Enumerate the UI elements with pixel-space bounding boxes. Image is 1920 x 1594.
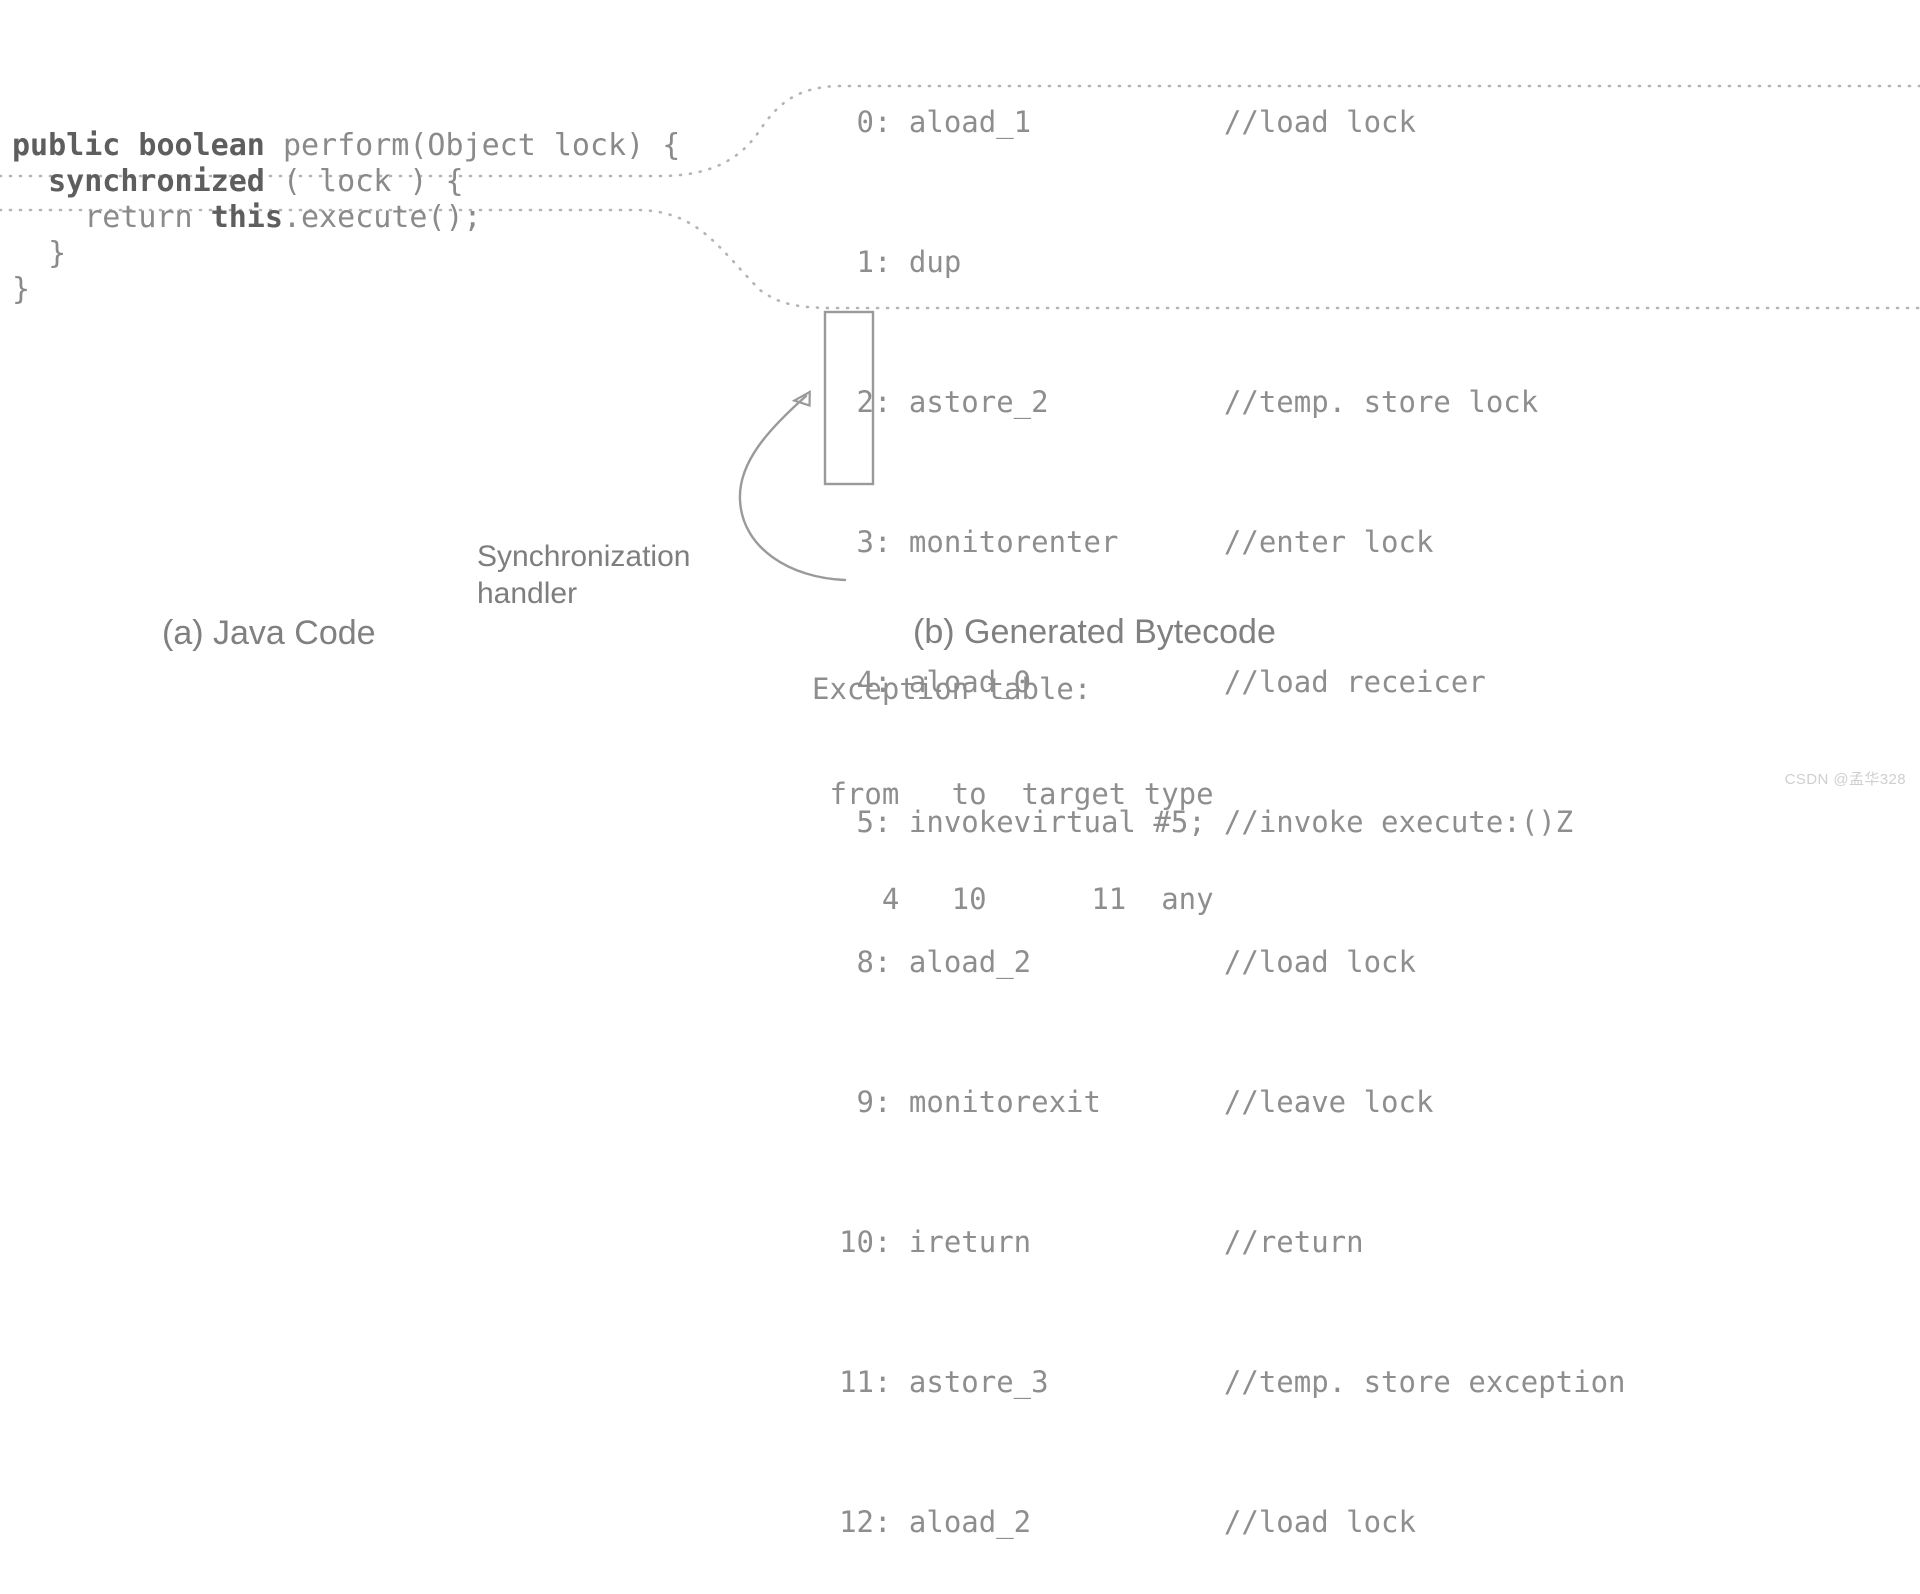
- bytecode-index: 11: [839, 1365, 874, 1399]
- bytecode-index: 1: [856, 245, 874, 279]
- bytecode-row: 1: dup: [820, 245, 1626, 280]
- java-code-line-1: public boolean perform(Object lock) {: [12, 128, 680, 163]
- bytecode-comment: //return: [1223, 1225, 1364, 1259]
- java-code-line-4: }: [12, 236, 66, 271]
- sync-handler-arrowhead: [791, 390, 811, 408]
- java-code-line-5: }: [12, 272, 30, 307]
- bytecode-comment: //load lock: [1223, 1505, 1416, 1539]
- exception-table-row: 4 10 11 any: [812, 882, 1214, 916]
- java-keyword-synchronized: synchronized: [48, 164, 265, 199]
- java-code-block: public boolean perform(Object lock) { sy…: [12, 128, 680, 308]
- bytecode-colon: :: [874, 1505, 909, 1539]
- java-code-close-inner: }: [48, 236, 67, 271]
- csdn-watermark: CSDN @孟华328: [1784, 771, 1906, 788]
- bytecode-index: 3: [856, 525, 874, 559]
- java-keyword-public-boolean: public boolean: [12, 128, 283, 163]
- bytecode-row: 4: aload_0 //load receicer: [820, 665, 1626, 700]
- bytecode-colon: :: [874, 1365, 909, 1399]
- bytecode-opcode: aload_2: [908, 1505, 1032, 1539]
- bytecode-comment: //temp. store exception: [1223, 1365, 1626, 1399]
- bytecode-opcode: aload_1: [908, 105, 1032, 139]
- bytecode-colon: :: [874, 385, 909, 419]
- bytecode-colon: :: [874, 245, 909, 279]
- java-code-line-3: return this.execute();: [12, 200, 482, 235]
- java-code-line-2: synchronized ( lock ) {: [12, 164, 464, 199]
- bytecode-row: 0: aload_1 //load lock: [820, 105, 1626, 140]
- bytecode-row: 3: monitorenter //enter lock: [820, 525, 1626, 560]
- exception-table-title: Exception table:: [812, 672, 1092, 706]
- bytecode-colon: :: [874, 525, 909, 559]
- bytecode-opcode: dup: [908, 245, 962, 279]
- caption-java-code: (a) Java Code: [162, 614, 376, 652]
- bytecode-index: 4: [856, 665, 874, 699]
- bytecode-index: 12: [839, 1505, 874, 1539]
- figure-root: public boolean perform(Object lock) { sy…: [0, 84, 1920, 1539]
- java-code-sync-args: ( lock ) {: [264, 164, 464, 199]
- bytecode-colon: :: [874, 1225, 909, 1259]
- java-code-signature: perform(Object lock) {: [282, 128, 681, 163]
- bytecode-row: 10: ireturn //return: [820, 1225, 1626, 1260]
- bytecode-comment: //load lock: [1223, 945, 1416, 979]
- bytecode-opcode: monitorexit: [908, 1085, 1101, 1119]
- bytecode-comment: //load receicer: [1223, 665, 1486, 699]
- bytecode-opcode: aload_0: [908, 665, 1032, 699]
- bytecode-row: 9: monitorexit //leave lock: [820, 1085, 1626, 1120]
- bytecode-opcode: astore_3: [908, 1365, 1049, 1399]
- bytecode-index: 0: [856, 105, 874, 139]
- bytecode-index: 9: [856, 1085, 874, 1119]
- bytecode-comment: //invoke execute:()Z: [1223, 805, 1574, 839]
- sync-handler-annotation: Synchronization handler: [477, 538, 717, 612]
- exception-table-header: from to target type: [812, 777, 1214, 811]
- bytecode-colon: :: [874, 105, 909, 139]
- bytecode-row-handler: 12: aload_2 //load lock: [820, 1505, 1626, 1540]
- bytecode-index: 10: [839, 1225, 874, 1259]
- bytecode-row: 2: astore_2 //temp. store lock: [820, 385, 1626, 420]
- bytecode-colon: :: [874, 1085, 909, 1119]
- bytecode-comment: //enter lock: [1223, 525, 1434, 559]
- bytecode-comment: //leave lock: [1223, 1085, 1434, 1119]
- bytecode-opcode: ireturn: [908, 1225, 1032, 1259]
- exception-table-block: Exception table: from to target type 4 1…: [812, 602, 1214, 987]
- bytecode-comment: //load lock: [1223, 105, 1416, 139]
- bytecode-opcode: astore_2: [908, 385, 1049, 419]
- bytecode-opcode: monitorenter: [908, 525, 1119, 559]
- bytecode-row-handler: 11: astore_3 //temp. store exception: [820, 1365, 1626, 1400]
- java-code-return: return: [84, 200, 211, 235]
- bytecode-colon: :: [874, 665, 909, 699]
- caption-generated-bytecode: (b) Generated Bytecode: [913, 613, 1276, 651]
- java-code-close-outer: }: [12, 272, 31, 307]
- sync-handler-annotation-line1: Synchronization: [477, 540, 691, 573]
- java-keyword-this: this: [210, 200, 283, 235]
- java-code-execute-call: .execute();: [282, 200, 482, 235]
- sync-handler-annotation-line2: handler: [477, 577, 578, 610]
- bytecode-comment: //temp. store lock: [1223, 385, 1539, 419]
- bytecode-index: 2: [856, 385, 874, 419]
